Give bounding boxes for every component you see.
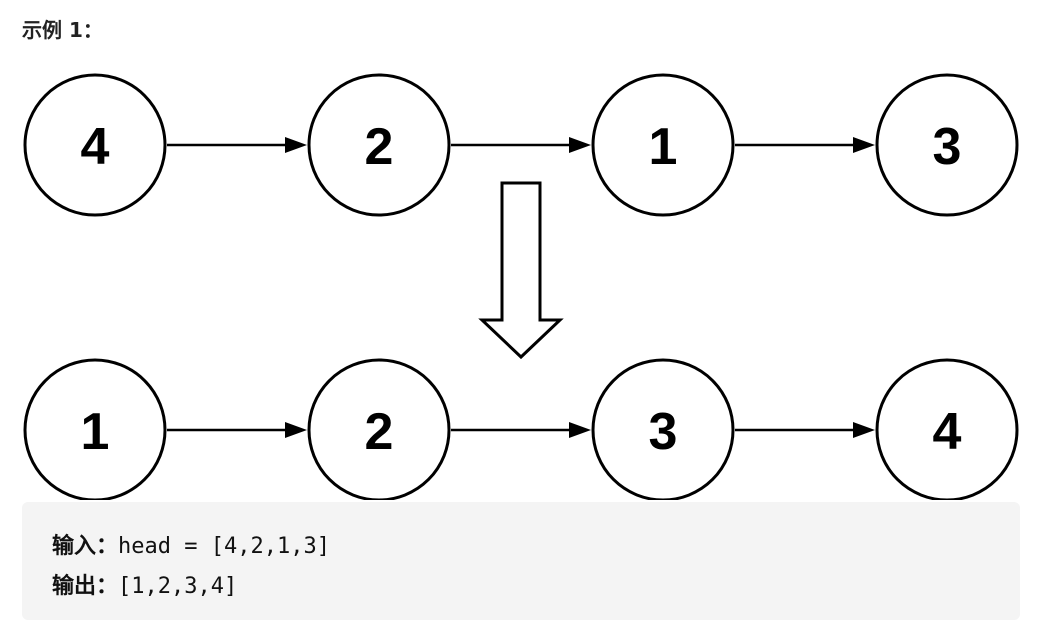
output-list-node-4: 4: [875, 358, 1019, 500]
input-list-row: 4 2 1 3: [23, 73, 1019, 217]
node-circle: [23, 358, 167, 500]
input-label: 输入：: [52, 534, 119, 559]
transform-down-arrow-icon: [478, 181, 564, 360]
node-value: 4: [933, 403, 962, 461]
input-value: head = [4,2,1,3]: [118, 534, 330, 559]
input-line: 输入：head = [4,2,1,3]: [52, 528, 330, 560]
node-circle: [591, 73, 735, 217]
input-list-node-4: 3: [875, 73, 1019, 217]
output-line: 输出：[1,2,3,4]: [52, 568, 237, 600]
node-value: 1: [649, 118, 678, 176]
arrow-head-icon: [569, 137, 591, 153]
example-heading: 示例 1：: [22, 18, 103, 42]
node-value: 3: [933, 118, 962, 176]
node-value: 2: [365, 403, 394, 461]
output-value: [1,2,3,4]: [118, 574, 238, 599]
node-value: 2: [365, 118, 394, 176]
node-circle: [23, 73, 167, 217]
arrow-head-icon: [569, 422, 591, 438]
output-list-node-2: 2: [307, 358, 451, 500]
input-list-node-1: 4: [23, 73, 167, 217]
node-circle: [307, 73, 451, 217]
output-label: 输出：: [52, 574, 119, 599]
node-value: 3: [649, 403, 678, 461]
arrow-head-icon: [285, 422, 307, 438]
input-list-node-2: 2: [307, 73, 451, 217]
output-list-row: 1 2 3 4: [23, 358, 1019, 500]
output-list-node-3: 3: [591, 358, 735, 500]
example-code-block: 输入：head = [4,2,1,3] 输出：[1,2,3,4]: [22, 502, 1020, 620]
arrow-head-icon: [853, 422, 875, 438]
node-value: 1: [81, 403, 110, 461]
node-circle: [591, 358, 735, 500]
output-list-node-1: 1: [23, 358, 167, 500]
input-list-node-3: 1: [591, 73, 735, 217]
arrow-head-icon: [285, 137, 307, 153]
node-value: 4: [81, 118, 110, 176]
node-circle: [307, 358, 451, 500]
node-circle: [875, 73, 1019, 217]
arrow-head-icon: [853, 137, 875, 153]
linked-list-diagram: 4 2 1 3 1 2 3 4: [23, 73, 1019, 500]
node-circle: [875, 358, 1019, 500]
